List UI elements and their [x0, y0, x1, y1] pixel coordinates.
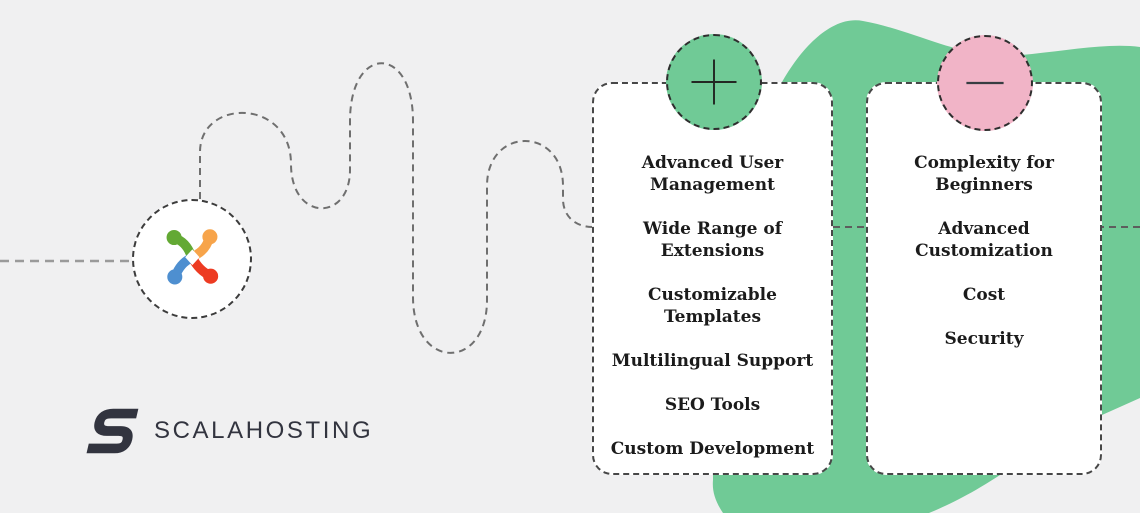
minus-icon: [966, 81, 1004, 85]
pros-badge: [666, 34, 762, 130]
pros-item: Advanced User Management: [641, 153, 784, 195]
pros-item: Custom Development: [610, 439, 815, 459]
pros-item: Customizable Templates: [648, 285, 777, 327]
cons-badge: [937, 35, 1033, 131]
pros-item: Wide Range of Extensions: [642, 219, 783, 261]
dashed-route-winding-path: [199, 62, 594, 354]
plus-icon: [691, 59, 737, 105]
cons-item: Complexity for Beginners: [914, 153, 1054, 195]
scalahosting-wordmark: SCALAHOSTING: [154, 417, 374, 444]
scalahosting-logo: SCALAHOSTING: [82, 402, 373, 460]
cons-item: Advanced Customization: [915, 219, 1053, 261]
scalahosting-s-icon: [86, 408, 139, 454]
joomla-logo-badge: [132, 199, 252, 319]
pros-item: SEO Tools: [664, 395, 761, 415]
joomla-logo: [166, 229, 219, 285]
pros-item: Multilingual Support: [611, 351, 814, 371]
cons-item: Security: [944, 329, 1024, 349]
cons-item: Cost: [962, 285, 1006, 305]
